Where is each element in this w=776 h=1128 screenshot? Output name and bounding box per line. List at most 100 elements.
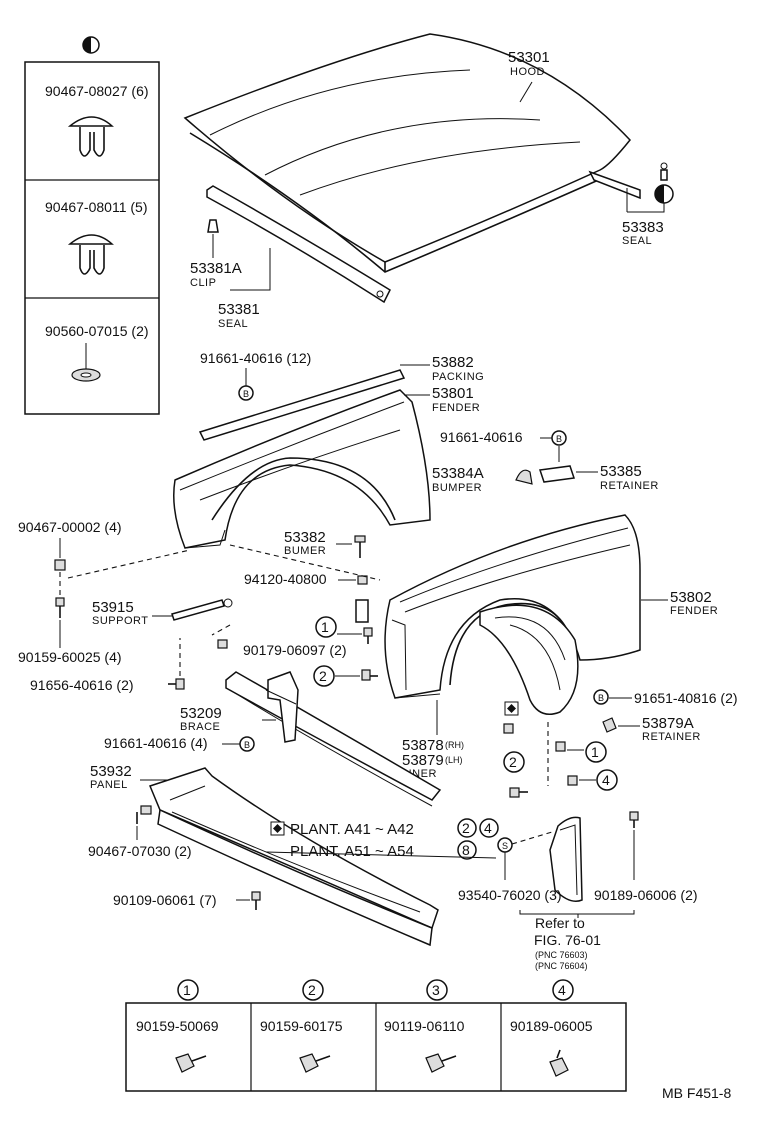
hood-53301: 53301 HOOD bbox=[183, 33, 631, 273]
svg-text:1: 1 bbox=[183, 982, 191, 998]
ref-circle: 3 bbox=[426, 979, 448, 1001]
screw-part-number: 90189-06006 (2) bbox=[594, 887, 698, 903]
screw-icon bbox=[567, 775, 578, 786]
seal-53381: 53381A CLIP 53381 SEAL bbox=[190, 185, 391, 330]
clip-part-number: 90467-08011 (5) bbox=[45, 199, 147, 215]
callout-pnc: 53932 bbox=[90, 763, 132, 780]
ref-circle: 2 bbox=[313, 665, 335, 687]
bolt-b-icon: B bbox=[551, 430, 567, 446]
screw-icon bbox=[509, 787, 528, 798]
svg-text:B: B bbox=[598, 693, 604, 703]
nut-part-number: 90179-06097 (2) bbox=[243, 642, 347, 658]
callout-pnc: 53801 bbox=[432, 385, 474, 402]
screw-icon bbox=[629, 811, 639, 828]
bracket-icon bbox=[355, 599, 369, 623]
screw-part-number: 90109-06061 (7) bbox=[113, 892, 217, 908]
refer-figure: FIG. 76-01 bbox=[534, 932, 601, 948]
mudflap-icon bbox=[549, 816, 583, 902]
bolt-b-icon: B bbox=[238, 385, 254, 401]
clip-part-number: 90467-08027 (6) bbox=[45, 83, 149, 99]
callout-name: SUPPORT bbox=[92, 615, 148, 627]
svg-text:1: 1 bbox=[321, 619, 329, 635]
callout-pnc: 53383 bbox=[622, 219, 664, 236]
svg-text:4: 4 bbox=[558, 982, 566, 998]
svg-text:S: S bbox=[502, 841, 508, 851]
svg-text:8: 8 bbox=[462, 842, 470, 858]
retainer-icon bbox=[539, 465, 575, 483]
seal-53383: 53383 SEAL bbox=[588, 162, 674, 247]
bumper-retainer-group: 91661-40616 B 53384A BUMPER 53385 RETAIN… bbox=[432, 429, 658, 494]
callout-pnc: 53301 bbox=[508, 49, 550, 66]
screw-s-icon: S bbox=[497, 837, 513, 853]
screw-icon bbox=[425, 1053, 457, 1073]
panel-53932: 53932 PANEL 90467-07030 (2) 90109-06061 … bbox=[88, 763, 439, 947]
callout-name: SEAL bbox=[218, 318, 248, 330]
callout-pnc: 53209 bbox=[180, 705, 222, 722]
screw-table-part: 90159-60175 bbox=[260, 1018, 343, 1034]
ref-circle: 4 bbox=[596, 769, 618, 791]
refer-pnc: (PNC 76603) bbox=[535, 950, 588, 960]
svg-text:B: B bbox=[243, 389, 249, 399]
callout-name: RETAINER bbox=[642, 731, 701, 743]
svg-text:2: 2 bbox=[308, 982, 316, 998]
footer-code: MB F451-8 bbox=[662, 1085, 731, 1101]
push-clip-icon bbox=[67, 234, 114, 275]
plant-note-line: PLANT. A41 ~ A42 bbox=[290, 821, 414, 838]
bolt-part-number: 91661-40616 bbox=[440, 429, 523, 445]
ref-circle: 2 bbox=[457, 818, 477, 838]
half-circle-icon bbox=[654, 184, 674, 204]
bolt-part-number: 91661-40616 (12) bbox=[200, 350, 311, 366]
callout-pnc: 53385 bbox=[600, 463, 642, 480]
callout-pnc: 53381A bbox=[190, 260, 242, 277]
clip-part-number: 90467-07030 (2) bbox=[88, 843, 192, 859]
screw-icon bbox=[549, 1049, 569, 1077]
ref-circle: 2 bbox=[503, 751, 525, 773]
ref-circle: 1 bbox=[177, 979, 199, 1001]
screw-table: 1 2 3 4 90159-50069 90159-60175 90119-06… bbox=[125, 979, 627, 1092]
screw-icon bbox=[251, 891, 261, 910]
clip-icon bbox=[54, 559, 66, 571]
packing-strip bbox=[198, 369, 406, 441]
ref-circle: 2 bbox=[302, 979, 324, 1001]
callout-name: BUMPER bbox=[432, 482, 482, 494]
callout-pnc: 53384A bbox=[432, 465, 484, 482]
callout-pnc: 53382 bbox=[284, 529, 326, 546]
svg-text:3: 3 bbox=[432, 982, 440, 998]
svg-text:2: 2 bbox=[509, 754, 517, 770]
push-clip-icon bbox=[67, 116, 114, 157]
nut-icon bbox=[217, 639, 228, 649]
screw-icon bbox=[175, 1053, 207, 1073]
clip-icon bbox=[207, 219, 219, 233]
ref-circle: 8 bbox=[457, 840, 477, 860]
screw-icon bbox=[503, 723, 514, 734]
screw-icon bbox=[55, 597, 65, 618]
screw-table-part: 90119-06110 bbox=[384, 1018, 465, 1034]
screw-icon bbox=[363, 627, 373, 644]
fender-rh-53801: 91661-40616 (12) B 53882 PACKING 53801 F… bbox=[173, 350, 484, 549]
diamond-icon bbox=[270, 821, 285, 836]
retainer-icon bbox=[602, 717, 617, 733]
screw-table-part: 90189-06005 bbox=[510, 1018, 593, 1034]
support-bar bbox=[171, 599, 225, 621]
clip-box: 90467-08027 (6) 90467-08011 (5) 90560-07… bbox=[24, 36, 160, 415]
callout-name: FENDER bbox=[432, 402, 480, 414]
svg-text:2: 2 bbox=[319, 668, 327, 684]
callout-pnc: 53802 bbox=[670, 589, 712, 606]
callout-name: BUMER bbox=[284, 545, 326, 557]
svg-text:B: B bbox=[244, 740, 250, 750]
callout-name: HOOD bbox=[510, 66, 545, 78]
callout-side: (LH) bbox=[445, 755, 463, 765]
svg-text:1: 1 bbox=[591, 744, 599, 760]
ref-circle: 4 bbox=[479, 818, 499, 838]
grommet-part-number: 90560-07015 (2) bbox=[45, 323, 149, 339]
right-fasteners: B 91651-40816 (2) 53879A RETAINER 1 4 bbox=[503, 689, 738, 798]
callout-name: PANEL bbox=[90, 779, 128, 791]
bolt-b-icon: B bbox=[239, 736, 255, 752]
grommet-icon bbox=[71, 368, 101, 382]
plant-notes: PLANT. A41 ~ A42 2 4 PLANT. A51 ~ A54 8 bbox=[265, 818, 499, 860]
nut-part-number: 94120-40800 bbox=[244, 571, 327, 587]
callout-pnc: 53882 bbox=[432, 354, 474, 371]
plant-note-line: PLANT. A51 ~ A54 bbox=[290, 843, 414, 860]
screw-part-number: 90159-60025 (4) bbox=[18, 649, 122, 665]
